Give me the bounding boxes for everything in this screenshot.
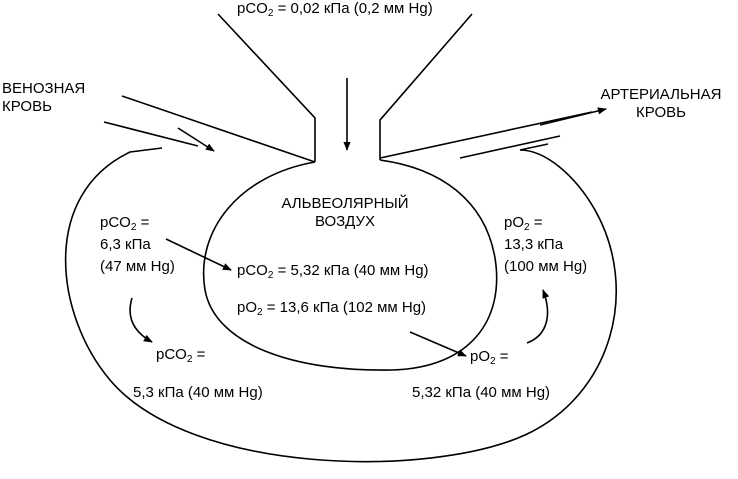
venous-vessel-lower	[103, 121, 199, 147]
arterial-flow-arrow	[539, 107, 607, 126]
equilibrated-o2-value: 5,32 кПа (40 мм Hg)	[412, 384, 551, 401]
arterial-o2-value: pO2 = 13,3 кПа (100 мм Hg)	[504, 214, 588, 275]
alveolar-co2-value: pCO2 = 5,32 кПа (40 мм Hg)	[237, 262, 429, 281]
equilibrated-co2-value: 5,3 кПа (40 мм Hg)	[133, 384, 263, 401]
venous-blood-label: ВЕНОЗНАЯ КРОВЬ	[2, 80, 86, 115]
arterial-vessel-lower	[459, 135, 561, 159]
alveolar-air-title: АЛЬВЕОЛЯРНЫЙ ВОЗДУХ	[281, 195, 409, 230]
equilibrated-co2-prefix: pCO2 =	[156, 346, 206, 365]
arterial-vessel-upper	[379, 111, 593, 159]
venous-flow-arrow	[177, 127, 215, 152]
airway-left-wall	[217, 13, 316, 162]
co2-diffusion-arrow	[165, 238, 232, 271]
capillary-outer-loop	[64, 143, 617, 463]
o2-diffusion-arrow	[409, 331, 467, 357]
inspired-co2-label: pCO2 = 0,02 кПа (0,2 мм Hg)	[237, 0, 433, 19]
venous-equilibration-arrow	[129, 297, 153, 343]
airway-right-wall	[379, 13, 473, 160]
arterial-blood-label: АРТЕРИАЛЬНАЯ КРОВЬ	[600, 86, 722, 121]
equilibrated-o2-prefix: pO2 =	[470, 348, 509, 367]
alveolar-o2-value: pO2 = 13,6 кПа (102 мм Hg)	[237, 299, 427, 318]
arterial-equilibration-arrow	[526, 289, 550, 344]
venous-co2-value: pCO2 = 6,3 кПа (47 мм Hg)	[100, 214, 175, 275]
venous-vessel-upper	[121, 95, 316, 163]
alveolus-outline	[202, 159, 498, 371]
